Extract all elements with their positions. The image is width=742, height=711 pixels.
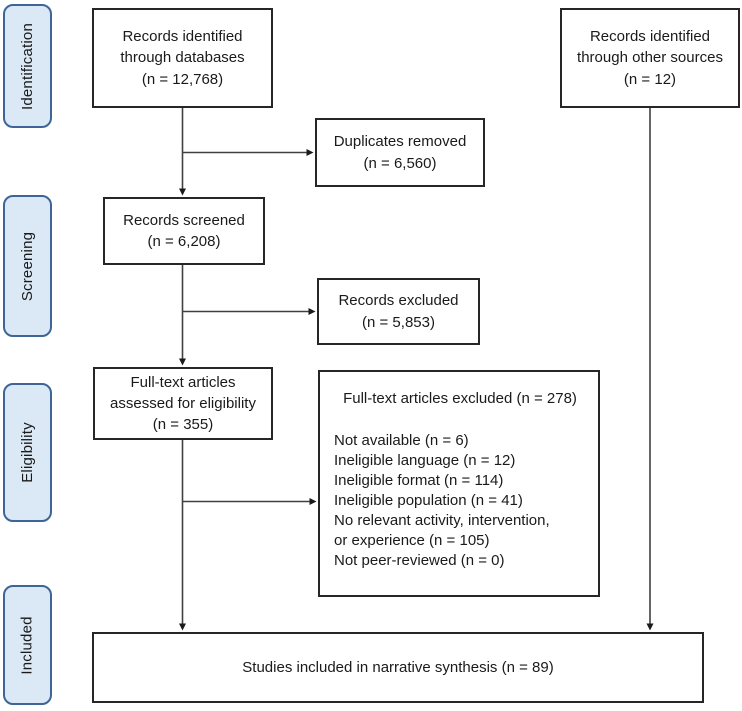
box-fulltext-assessed-text: Full-text articles assessed for eligibil… xyxy=(110,373,256,434)
exclusion-reason: Ineligible population (n = 41) xyxy=(334,492,523,510)
exclusion-reason: Ineligible language (n = 12) xyxy=(334,452,516,470)
stage-screening: Screening xyxy=(3,195,52,337)
box-records-excluded-text: Records excluded (n = 5,853) xyxy=(338,292,459,331)
exclusion-reason: Not available (n = 6) xyxy=(334,432,469,450)
box-records-screened: Records screened (n = 6,208) xyxy=(103,197,265,265)
box-records-identified-other-sources-text: Records identified through other sources… xyxy=(577,28,723,88)
stage-identification-label: Identification xyxy=(19,22,36,110)
stage-screening-label: Screening xyxy=(19,231,37,301)
box-duplicates-removed: Duplicates removed (n = 6,560) xyxy=(315,118,485,187)
box-records-excluded: Records excluded (n = 5,853) xyxy=(317,278,480,345)
stage-included-label: Included xyxy=(19,615,36,675)
exclusion-reason: Ineligible format (n = 114) xyxy=(334,472,504,490)
exclusion-reason: Not peer-reviewed (n = 0) xyxy=(334,552,505,570)
exclusion-reasons-list: Not available (n = 6) Ineligible language… xyxy=(334,431,586,571)
box-records-identified-databases: Records identified through databases (n … xyxy=(92,8,273,108)
box-duplicates-removed-text: Duplicates removed (n = 6,560) xyxy=(333,133,467,172)
stage-included: Included xyxy=(3,585,52,705)
stage-eligibility: Eligibility xyxy=(3,383,52,522)
stage-identification: Identification xyxy=(3,4,52,128)
box-studies-included: Studies included in narrative synthesis … xyxy=(92,632,704,703)
box-studies-included-text: Studies included in narrative synthesis … xyxy=(242,658,554,676)
box-fulltext-assessed: Full-text articles assessed for eligibil… xyxy=(93,367,273,440)
box-fulltext-excluded: Full-text articles excluded (n = 278) No… xyxy=(318,370,600,597)
box-fulltext-excluded-header: Full-text articles excluded (n = 278) xyxy=(343,390,577,407)
box-records-identified-other-sources: Records identified through other sources… xyxy=(560,8,740,108)
stage-eligibility-label: Eligibility xyxy=(19,422,36,483)
exclusion-reason: No relevant activity, intervention, or e… xyxy=(334,512,550,550)
box-records-screened-text: Records screened (n = 6,208) xyxy=(123,211,245,250)
box-records-identified-databases-text: Records identified through databases (n … xyxy=(120,28,245,88)
